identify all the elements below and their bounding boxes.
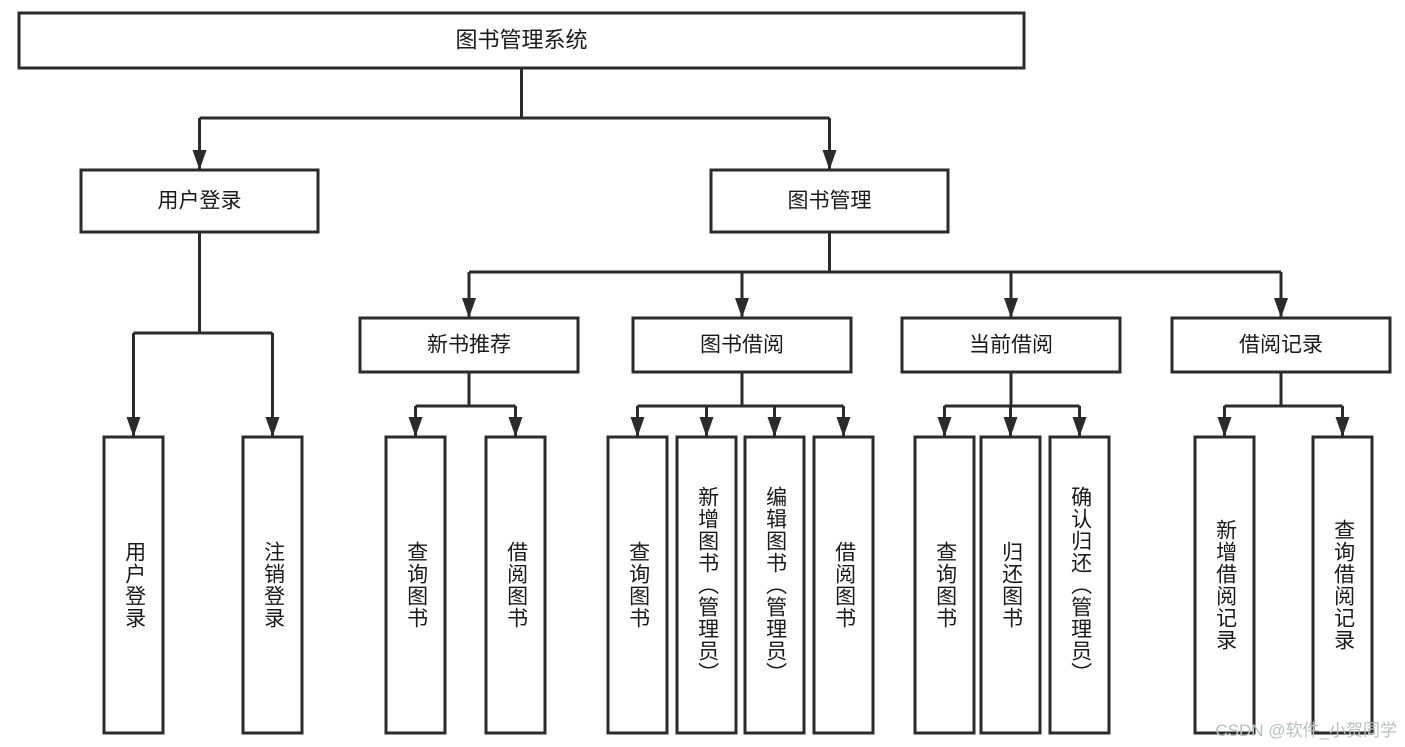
arrow-head-icon xyxy=(408,417,423,437)
node-box-l1-manage[interactable] xyxy=(709,168,950,234)
node-box-l2-newbook[interactable] xyxy=(358,316,580,374)
arrow-head-icon xyxy=(126,417,141,437)
arrow-head-icon xyxy=(265,417,280,437)
node-box-l3-d3[interactable] xyxy=(1048,435,1111,735)
watermark-text: CSDN @软件_小贺同学 xyxy=(1215,721,1397,740)
node-box-root[interactable] xyxy=(17,11,1026,70)
node-box-l3-c1[interactable] xyxy=(606,435,669,735)
node-box-l3-c4[interactable] xyxy=(812,435,875,735)
arrow-head-icon xyxy=(735,298,749,318)
node-label-l2-current: 当前借阅 xyxy=(969,334,1053,357)
arrow-head-icon xyxy=(1004,298,1018,318)
node-box-l3-e2[interactable] xyxy=(1311,435,1374,735)
node-box-l3-c2[interactable] xyxy=(675,435,738,735)
arrow-head-icon xyxy=(1003,417,1018,437)
node-label-l2-record: 借阅记录 xyxy=(1239,334,1323,357)
arrow-head-icon xyxy=(937,417,952,437)
arrow-head-icon xyxy=(1217,417,1232,437)
node-label-root: 图书管理系统 xyxy=(455,27,587,52)
node-box-l3-a1[interactable] xyxy=(102,435,165,735)
arrow-head-icon xyxy=(699,417,714,437)
node-box-l1-login[interactable] xyxy=(79,168,320,234)
node-box-l3-e1[interactable] xyxy=(1193,435,1256,735)
node-label-l2-borrow: 图书借阅 xyxy=(700,334,784,357)
node-box-l3-d1[interactable] xyxy=(913,435,976,735)
arrow-head-icon xyxy=(1335,417,1350,437)
node-box-l3-b2[interactable] xyxy=(484,435,547,735)
arrow-head-icon xyxy=(192,150,207,170)
node-box-l3-c3[interactable] xyxy=(743,435,806,735)
node-box-l2-record[interactable] xyxy=(1170,316,1392,374)
arrow-head-icon xyxy=(1072,417,1087,437)
arrow-head-icon xyxy=(462,298,476,318)
node-label-l1-login: 用户登录 xyxy=(158,190,242,213)
arrow-head-icon xyxy=(1274,298,1288,318)
arrow-head-icon xyxy=(630,417,645,437)
arrow-head-icon xyxy=(822,150,837,170)
boxes-layer xyxy=(17,11,1392,735)
arrow-head-icon xyxy=(767,417,782,437)
arrow-head-icon xyxy=(508,417,523,437)
node-box-l3-d2[interactable] xyxy=(979,435,1042,735)
arrow-head-icon xyxy=(836,417,851,437)
node-label-l1-manage: 图书管理 xyxy=(788,190,872,213)
node-box-l2-borrow[interactable] xyxy=(631,316,853,374)
node-box-l2-current[interactable] xyxy=(900,316,1122,374)
node-box-l3-a2[interactable] xyxy=(241,435,304,735)
node-label-l2-newbook: 新书推荐 xyxy=(427,334,511,357)
node-box-l3-b1[interactable] xyxy=(384,435,447,735)
edges-layer xyxy=(126,68,1350,437)
